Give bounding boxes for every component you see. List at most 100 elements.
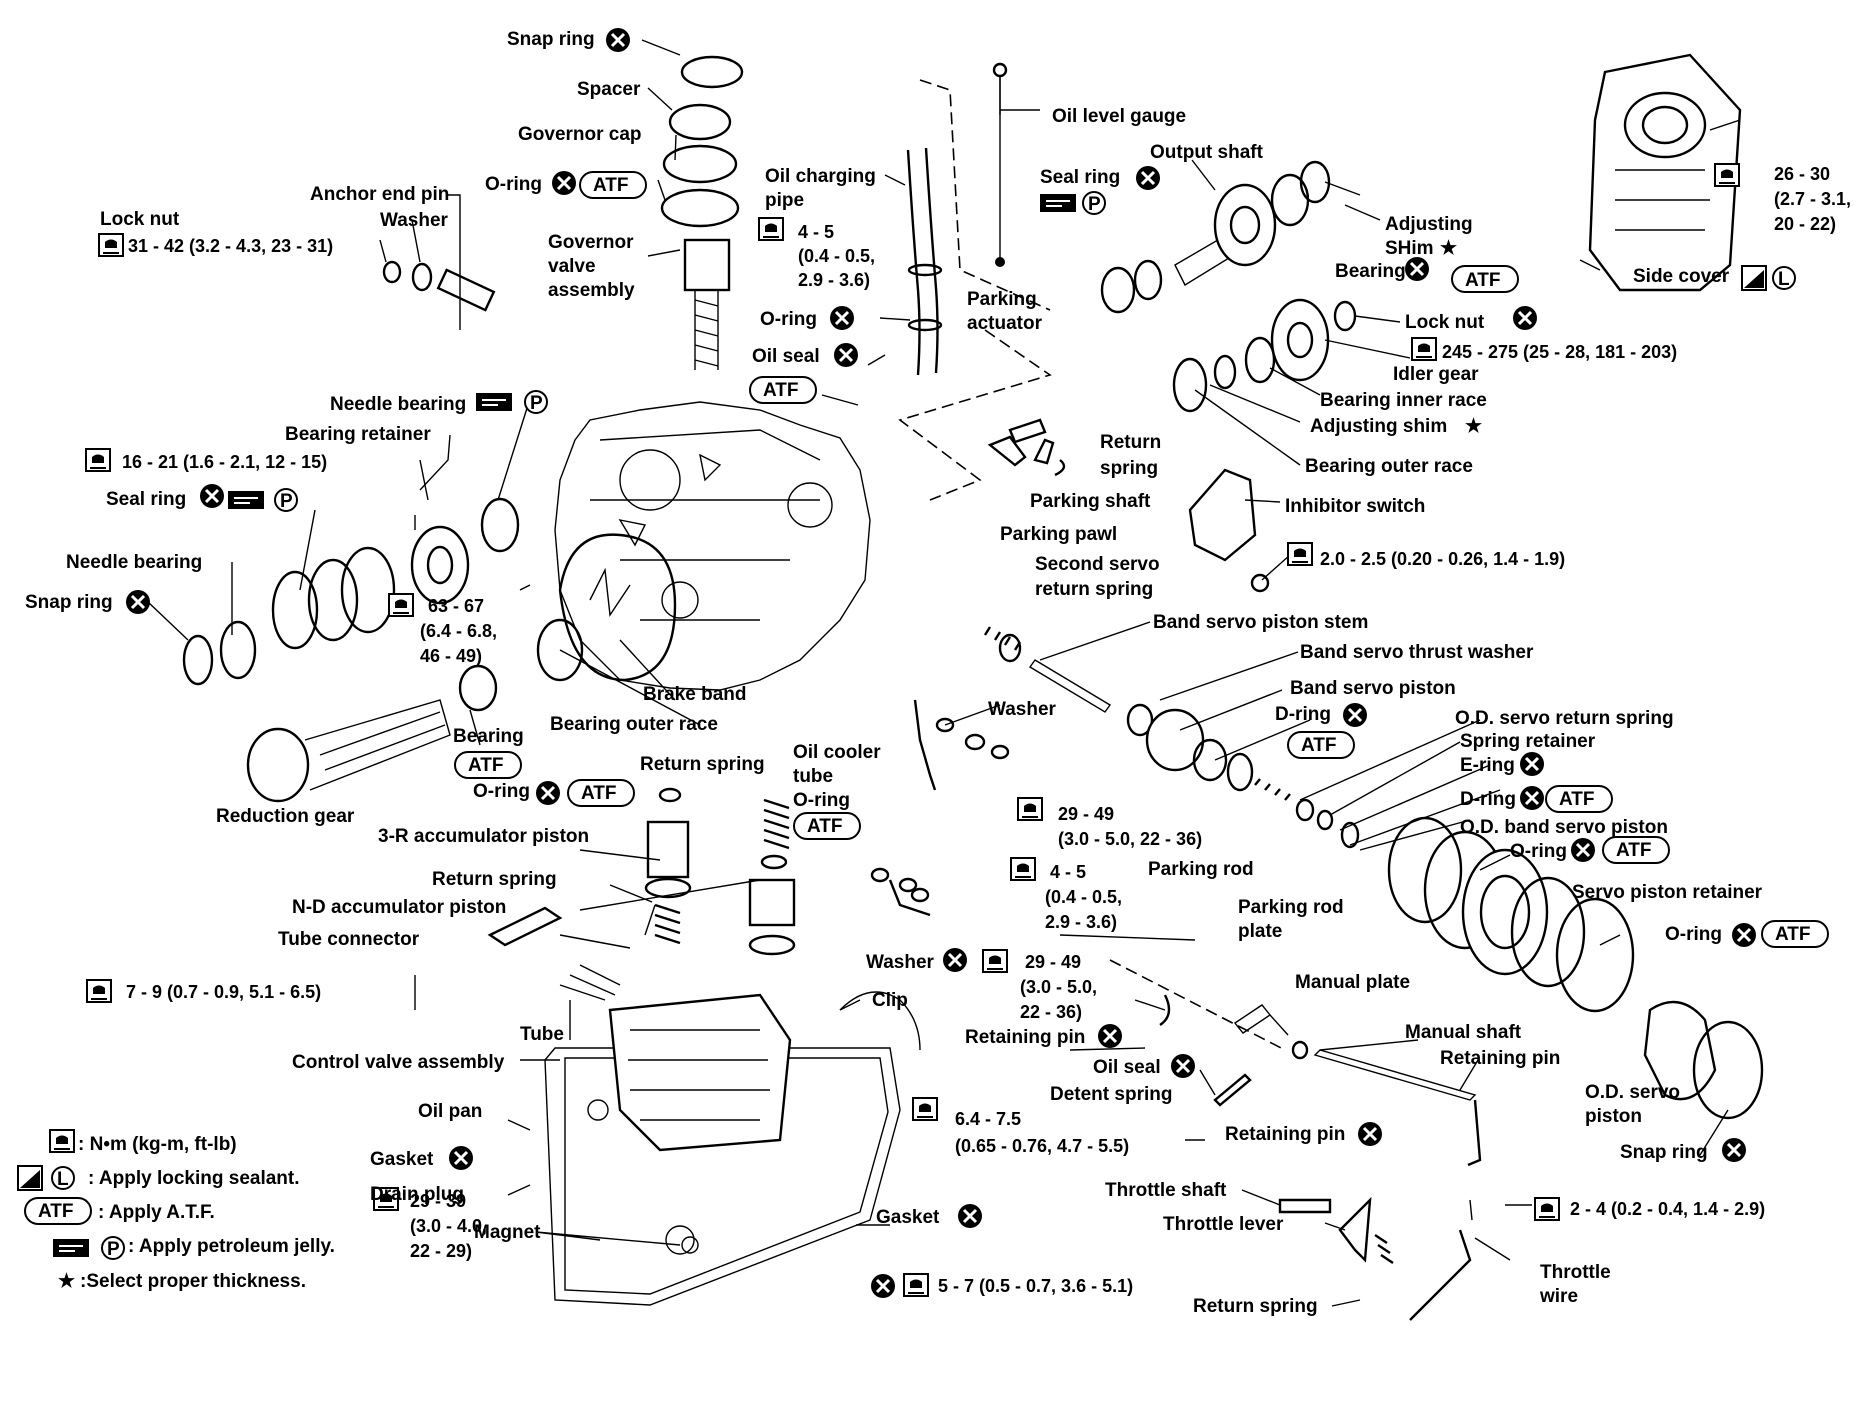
label-snap-ring-right: Snap ring xyxy=(1620,1142,1708,1163)
label-governor-cap: Governor cap xyxy=(518,124,642,145)
atf-badge-o-ring-left: ATF xyxy=(581,783,617,804)
label-parking-shaft: Parking shaft xyxy=(1030,491,1151,512)
label-band-servo-piston-stem: Band servo piston stem xyxy=(1153,612,1368,633)
label-anchor-end-pin: Anchor end pin xyxy=(310,184,449,205)
label-od-band-servo-piston: O.D. band servo piston xyxy=(1460,817,1668,838)
atf-badge-gov: ATF xyxy=(593,175,629,196)
label-parking-pawl: Parking pawl xyxy=(1000,524,1117,545)
spec-detent-1: 6.4 - 7.5 xyxy=(955,1109,1021,1129)
label-d-ring-1: D-ring xyxy=(1275,704,1331,725)
legend-select: :Select proper thickness. xyxy=(80,1271,306,1292)
spec-charging-pipe-2: (0.4 - 0.5, xyxy=(798,246,875,266)
output-shaft-shape xyxy=(1100,160,1331,314)
p-badge-seal-left: P xyxy=(280,491,293,512)
spec-inhibitor-switch: 2.0 - 2.5 (0.20 - 0.26, 1.4 - 1.9) xyxy=(1320,549,1565,569)
l-badge-side-cover: L xyxy=(1778,269,1790,290)
servo-stack-shape xyxy=(983,626,1764,1120)
governor-stack xyxy=(660,55,744,370)
label-snap-ring-left: Snap ring xyxy=(25,592,113,613)
label-inhibitor-switch: Inhibitor switch xyxy=(1285,496,1425,517)
side-cover-shape xyxy=(1588,53,1742,292)
label-parking-actuator-2: actuator xyxy=(967,313,1043,334)
label-idler-gear: Idler gear xyxy=(1393,364,1479,385)
spec-servo-bolt-1: 29 - 49 xyxy=(1058,804,1114,824)
label-drain-plug: Drain plug xyxy=(370,1184,464,1205)
legend-p-badge: P xyxy=(107,1239,120,1260)
brake-band-shape xyxy=(414,515,677,682)
label-o-ring-mid: O-ring xyxy=(760,309,817,330)
spec-charging-pipe-3: 2.9 - 3.6) xyxy=(798,270,870,290)
label-reduction-gear: Reduction gear xyxy=(216,806,355,827)
label-bearing-outer-race-left: Bearing outer race xyxy=(550,714,718,735)
label-bearing-retainer: Bearing retainer xyxy=(285,424,431,445)
control-valve-shape xyxy=(608,991,921,1152)
legend-sealant: : Apply locking sealant. xyxy=(88,1168,300,1189)
star-mid: ★ xyxy=(1465,416,1482,437)
reduction-gear-shape xyxy=(246,664,498,803)
p-badges xyxy=(101,191,1106,1260)
label-oil-pan: Oil pan xyxy=(418,1101,482,1122)
atf-badge-d-ring-2: ATF xyxy=(1559,789,1595,810)
spec-drain-2: (3.0 - 4.0, xyxy=(410,1216,487,1236)
label-washer-top: Washer xyxy=(380,210,449,231)
label-throttle-wire-1: Throttle xyxy=(1540,1262,1611,1283)
spec-washer-bolt-2: (3.0 - 5.0, xyxy=(1020,977,1097,997)
label-band-servo-thrust-washer: Band servo thrust washer xyxy=(1300,642,1534,663)
spec-case-bolt-3: 46 - 49) xyxy=(420,646,482,666)
label-clip: Clip xyxy=(872,990,908,1011)
idler-gear-shape xyxy=(1172,298,1357,413)
label-od-servo-piston-1: O.D. servo xyxy=(1585,1082,1680,1103)
label-oil-charging-pipe-2: pipe xyxy=(765,190,804,211)
label-side-cover: Side cover xyxy=(1633,266,1730,287)
legend-atf-badge: ATF xyxy=(38,1201,74,1222)
anchor-pin-shape xyxy=(382,260,496,312)
accumulator-shape xyxy=(644,787,796,956)
label-gasket-right: Gasket xyxy=(876,1207,940,1228)
label-spacer: Spacer xyxy=(577,79,641,100)
label-e-ring: E-ring xyxy=(1460,755,1515,776)
label-o-ring-left: O-ring xyxy=(473,781,530,802)
label-governor-valve-1: Governor xyxy=(548,232,634,253)
label-oil-level-gauge: Oil level gauge xyxy=(1052,106,1186,127)
spec-throttle-wire: 2 - 4 (0.2 - 0.4, 1.4 - 2.9) xyxy=(1570,1199,1765,1219)
label-lock-nut-right: Lock nut xyxy=(1405,312,1485,333)
label-servo-piston-retainer: Servo piston retainer xyxy=(1572,882,1763,903)
atf-badge-o-ring-servo: ATF xyxy=(1616,840,1652,861)
spec-oil-tube-2: (0.4 - 0.5, xyxy=(1045,887,1122,907)
label-oil-cooler-2: tube xyxy=(793,766,833,787)
atf-badge-oil-seal: ATF xyxy=(763,380,799,401)
label-throttle-shaft: Throttle shaft xyxy=(1105,1180,1227,1201)
spec-case-bolt-1: 63 - 67 xyxy=(428,596,484,616)
label-d-ring-2: D-ring xyxy=(1460,789,1516,810)
spec-detent-2: (0.65 - 0.76, 4.7 - 5.5) xyxy=(955,1136,1129,1156)
left-rings xyxy=(182,497,520,686)
label-control-valve: Control valve assembly xyxy=(292,1052,505,1073)
label-seal-ring-right: Seal ring xyxy=(1040,167,1120,188)
p-badge-needle: P xyxy=(530,393,543,414)
label-retaining-pin-right: Retaining pin xyxy=(1440,1048,1560,1069)
label-o-ring-gov: O-ring xyxy=(485,174,542,195)
label-return-spring-mid: Return spring xyxy=(640,754,765,775)
label-washer-mid: Washer xyxy=(988,699,1057,720)
inhibitor-switch-shape xyxy=(1188,468,1270,593)
parking-parts-shape xyxy=(898,329,1066,501)
oil-cooler-tube-shape xyxy=(870,699,1010,917)
atf-badge-oil-cooler: ATF xyxy=(807,816,843,837)
p-badge-seal-ring: P xyxy=(1088,194,1101,215)
label-oil-seal-mid: Oil seal xyxy=(752,346,820,367)
label-gasket-left: Gasket xyxy=(370,1149,434,1170)
label-oil-cooler-1: Oil cooler xyxy=(793,742,881,763)
spec-oil-tube-1: 4 - 5 xyxy=(1050,862,1086,882)
label-adjusting-shim-mid: Adjusting shim xyxy=(1310,416,1447,437)
label-o-ring-right: O-ring xyxy=(1665,924,1722,945)
spec-lock-nut-right: 245 - 275 (25 - 28, 181 - 203) xyxy=(1442,342,1677,362)
label-detent-spring: Detent spring xyxy=(1050,1084,1172,1105)
part-labels: Snap ring Spacer Governor cap O-ring ATF… xyxy=(25,29,1851,1317)
label-output-shaft: Output shaft xyxy=(1150,142,1264,163)
label-tube-connector: Tube connector xyxy=(278,929,420,950)
atf-badge-d-ring-1: ATF xyxy=(1301,735,1337,756)
label-return-spring-low: Return spring xyxy=(432,869,557,890)
legend-l-badge: L xyxy=(57,1169,69,1190)
spec-tube-connector: 7 - 9 (0.7 - 0.9, 5.1 - 6.5) xyxy=(126,982,321,1002)
label-governor-valve-3: assembly xyxy=(548,280,635,301)
